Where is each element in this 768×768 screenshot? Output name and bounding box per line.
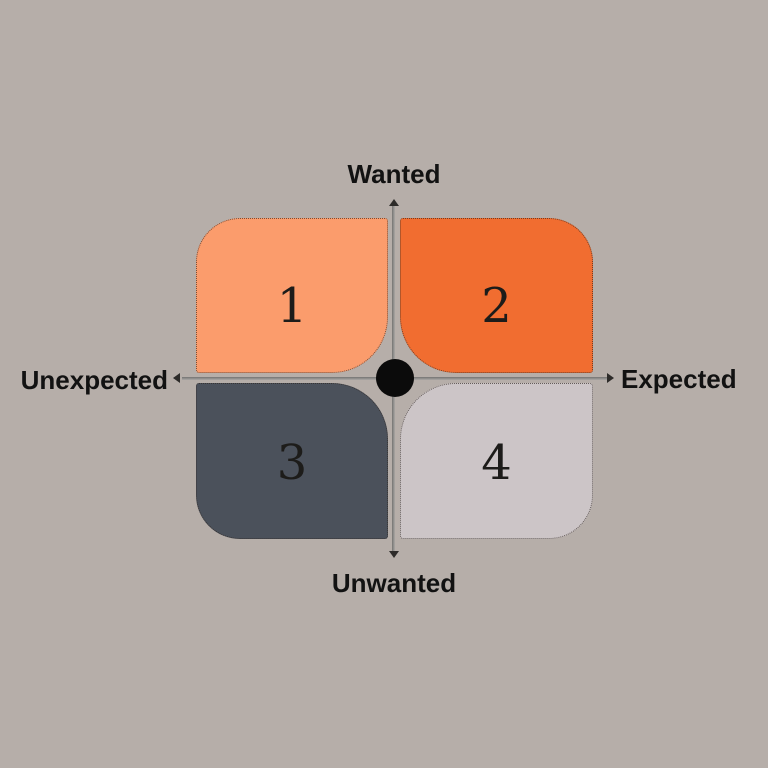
quadrant-3: 3 <box>196 383 388 539</box>
axis-label-unwanted: Unwanted <box>331 568 457 598</box>
quadrant-3-number: 3 <box>276 435 308 491</box>
axis-arrow-right-icon <box>607 373 614 383</box>
quadrant-2-number: 2 <box>481 277 512 334</box>
axis-arrow-down-icon <box>389 551 399 558</box>
quadrant-4-number: 4 <box>481 435 512 491</box>
center-dot <box>376 359 414 397</box>
axis-label-unexpected: Unexpected <box>20 365 168 395</box>
quadrant-4: 4 <box>400 383 593 539</box>
axis-label-wanted: Wanted <box>347 159 441 189</box>
axis-label-expected: Expected <box>621 364 737 394</box>
quadrant-1-number: 1 <box>276 277 308 334</box>
quadrant-2: 2 <box>400 218 593 373</box>
quadrant-1: 1 <box>196 218 388 373</box>
axis-arrow-up-icon <box>389 199 399 206</box>
axis-arrow-left-icon <box>173 373 180 383</box>
